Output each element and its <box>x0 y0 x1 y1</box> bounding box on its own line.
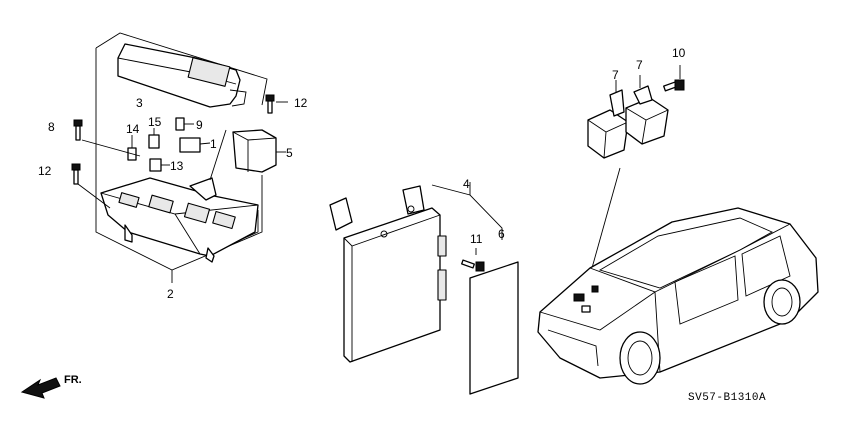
cover-plate-6 <box>469 261 519 395</box>
callout-13: 13 <box>170 159 184 173</box>
bolt-12-left <box>71 163 111 209</box>
bolt-11 <box>461 248 485 272</box>
control-unit-4 <box>329 185 447 363</box>
fuse-box-cover <box>117 43 247 108</box>
callout-15: 15 <box>148 115 162 129</box>
bolt-12-right <box>265 94 288 114</box>
fuse-13 <box>149 158 170 172</box>
callout-12-left: 12 <box>38 164 52 178</box>
callout-2: 2 <box>167 287 174 301</box>
bolt-8 <box>73 119 141 157</box>
callout-10: 10 <box>672 46 686 60</box>
callout-8: 8 <box>48 120 55 134</box>
front-direction-arrow: FR. <box>20 374 82 399</box>
relay-location-marker <box>573 293 585 302</box>
direction-label: FR. <box>64 374 82 386</box>
bolt-10 <box>663 65 685 92</box>
diagram-code: SV57-B1310A <box>688 392 766 404</box>
fuse-15 <box>148 128 160 149</box>
callout-14: 14 <box>126 122 140 136</box>
fuse-14 <box>127 135 137 161</box>
relay-7-right <box>625 75 669 145</box>
callout-3: 3 <box>136 96 143 110</box>
callout-1: 1 <box>210 137 217 151</box>
callout-12-right: 12 <box>294 96 308 110</box>
callout-9: 9 <box>196 118 203 132</box>
fuse-box-body <box>100 177 259 263</box>
callout-11: 11 <box>470 232 483 246</box>
relay-1 <box>179 137 211 153</box>
fuse-9 <box>175 117 194 131</box>
relay-5 <box>232 129 286 173</box>
callout-4: 4 <box>463 177 470 191</box>
control-unit-group <box>329 182 519 395</box>
fuse-box-assembly-group <box>71 32 288 283</box>
callout-5: 5 <box>286 146 293 160</box>
callout-7-left: 7 <box>612 68 619 82</box>
vehicle-location-view <box>537 207 819 385</box>
relay-group-right <box>587 65 685 269</box>
relay-7-left <box>587 80 629 159</box>
callout-7-right: 7 <box>636 58 643 72</box>
callout-6: 6 <box>498 227 505 241</box>
